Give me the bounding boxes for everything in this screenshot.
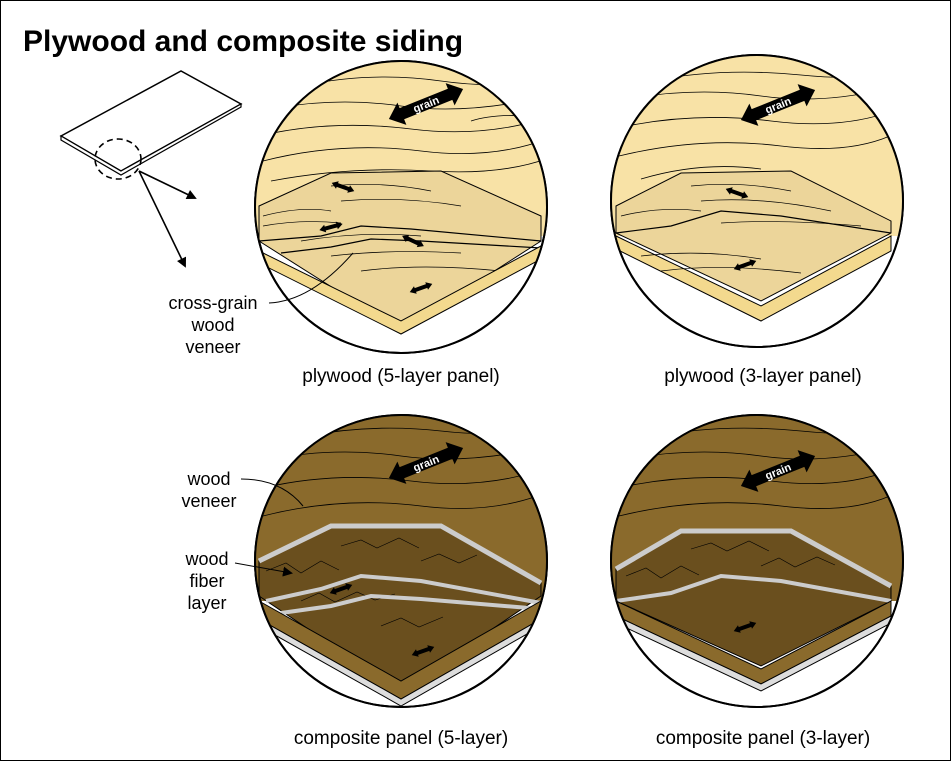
caption-composite-3-layer: composite panel (3-layer) xyxy=(656,728,870,749)
callout-cross-grain-line-1: cross-grain xyxy=(168,293,257,313)
callout-wood-veneer-line-2: veneer xyxy=(181,491,236,511)
cross-grain-callout: cross-grain wood veneer xyxy=(168,252,354,357)
pointer-arrow xyxy=(138,170,187,268)
callout-wood-fiber-line-2: fiber xyxy=(189,571,224,591)
magnifier-circle xyxy=(94,138,142,180)
callout-wood-fiber-line-1: wood xyxy=(184,549,228,569)
callout-wood-fiber-line-3: layer xyxy=(187,593,226,613)
page-title: Plywood and composite siding xyxy=(23,25,463,58)
pointer-arrow xyxy=(138,170,197,200)
plywood-5-layer-illustration: grain plywood (5-layer panel) xyxy=(254,60,548,387)
wood-fiber-callout: wood fiber layer xyxy=(184,549,293,613)
panel-sketch xyxy=(59,70,243,268)
callout-cross-grain-line-3: veneer xyxy=(185,337,240,357)
composite-3-layer-illustration: grain composite panel (3-layer) xyxy=(610,414,904,749)
caption-plywood-5-layer: plywood (5-layer panel) xyxy=(302,366,500,387)
plywood-3-layer-illustration: grain plywood (3-layer panel) xyxy=(610,54,904,387)
composite-5-layer-illustration: grain composite panel (5-layer) xyxy=(254,414,548,749)
caption-composite-5-layer: composite panel (5-layer) xyxy=(294,728,508,749)
callout-wood-veneer-line-1: wood xyxy=(186,469,230,489)
caption-plywood-3-layer: plywood (3-layer panel) xyxy=(664,366,862,387)
wood-veneer-callout: wood veneer xyxy=(181,469,304,511)
callout-cross-grain-line-2: wood xyxy=(190,315,234,335)
